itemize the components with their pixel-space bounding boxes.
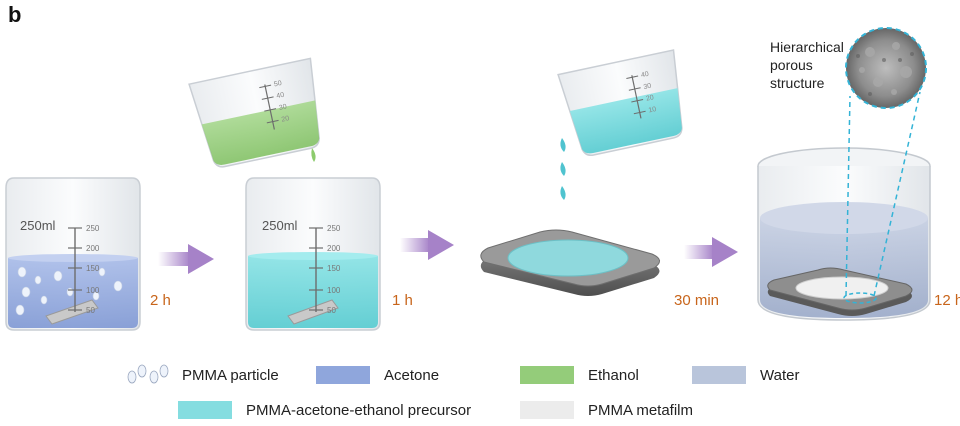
step-4-time: 12 h xyxy=(934,292,960,309)
beaker-1-tick: 50 xyxy=(86,306,95,315)
legend-label: Acetone xyxy=(384,366,440,384)
legend-item-water: Water xyxy=(692,366,799,384)
beaker-1: 250ml 250 200 150 100 50 xyxy=(5,177,141,331)
legend-item-ethanol: Ethanol xyxy=(520,366,639,384)
pour-tick: 30 xyxy=(278,103,287,111)
pmma-particles xyxy=(15,266,123,316)
beaker-1-tick: 200 xyxy=(86,244,100,253)
legend-label: PMMA-acetone-ethanol precursor xyxy=(246,401,472,419)
legend-item-pmma-particle: PMMA particle xyxy=(124,363,279,387)
beaker-2-tick: 250 xyxy=(327,224,341,233)
beaker-2-tick: 200 xyxy=(327,244,341,253)
ethanol-drop xyxy=(311,148,316,162)
precursor-film xyxy=(507,239,629,277)
stir-bar xyxy=(45,299,99,325)
beaker-1-tick: 150 xyxy=(86,264,100,273)
step-1-time: 2 h xyxy=(150,292,171,309)
zoom-label-line-2: porous xyxy=(770,57,813,73)
step-2-time: 1 h xyxy=(392,292,413,309)
process-arrow-3 xyxy=(684,237,738,267)
zoom-label-line-1: Hierarchical xyxy=(770,39,844,55)
acetone-swatch xyxy=(316,366,370,384)
step-3-time: 30 min xyxy=(674,292,719,309)
legend-item-acetone: Acetone xyxy=(316,366,439,384)
pour-tick: 20 xyxy=(645,94,654,102)
porous-structure-image xyxy=(845,27,927,109)
process-arrow-1 xyxy=(158,244,214,274)
panel-label: b xyxy=(8,2,22,27)
water-swatch xyxy=(692,366,746,384)
beaker-2-capacity: 250ml xyxy=(262,218,298,233)
substrate-plate xyxy=(480,229,660,296)
stir-bar xyxy=(287,299,339,325)
legend-label: Water xyxy=(760,366,800,384)
pour-tick: 40 xyxy=(640,71,649,79)
process-arrow-2 xyxy=(400,230,454,260)
beaker-1-tick: 100 xyxy=(86,286,100,295)
water-container xyxy=(757,147,931,321)
ethanol-liquid xyxy=(201,100,320,165)
beaker-1-tick: 250 xyxy=(86,224,100,233)
precursor-liquid xyxy=(248,256,378,328)
pour-tick: 20 xyxy=(281,115,290,123)
legend-label: Ethanol xyxy=(588,366,639,384)
legend-item-pmma-metafilm: PMMA metafilm xyxy=(520,401,693,419)
metafilm-swatch xyxy=(520,401,574,419)
beaker-2-tick: 150 xyxy=(327,264,341,273)
precursor-pouring-beaker: 40 30 20 10 xyxy=(557,49,683,157)
beaker-2-tick: 50 xyxy=(327,306,336,315)
precursor-drops xyxy=(560,138,566,200)
precursor-swatch xyxy=(178,401,232,419)
pour-tick: 30 xyxy=(643,83,652,91)
zoom-label-line-3: structure xyxy=(770,75,825,91)
pour-tick: 40 xyxy=(276,92,285,100)
legend-label: PMMA metafilm xyxy=(588,401,694,419)
ethanol-swatch xyxy=(520,366,574,384)
legend-item-precursor: PMMA-acetone-ethanol precursor xyxy=(178,401,471,419)
legend-label: PMMA particle xyxy=(182,366,279,384)
zoom-callout: Hierarchical porous structure xyxy=(770,27,927,297)
ethanol-pouring-beaker: 50 40 30 20 xyxy=(188,57,320,168)
beaker-1-capacity: 250ml xyxy=(20,218,56,233)
pmma-particle-icon xyxy=(124,363,170,387)
beaker-2: 250ml 250 200 150 100 50 xyxy=(245,177,381,331)
beaker-2-tick: 100 xyxy=(327,286,341,295)
pour-tick: 10 xyxy=(648,106,657,114)
pour-tick: 50 xyxy=(273,80,282,88)
